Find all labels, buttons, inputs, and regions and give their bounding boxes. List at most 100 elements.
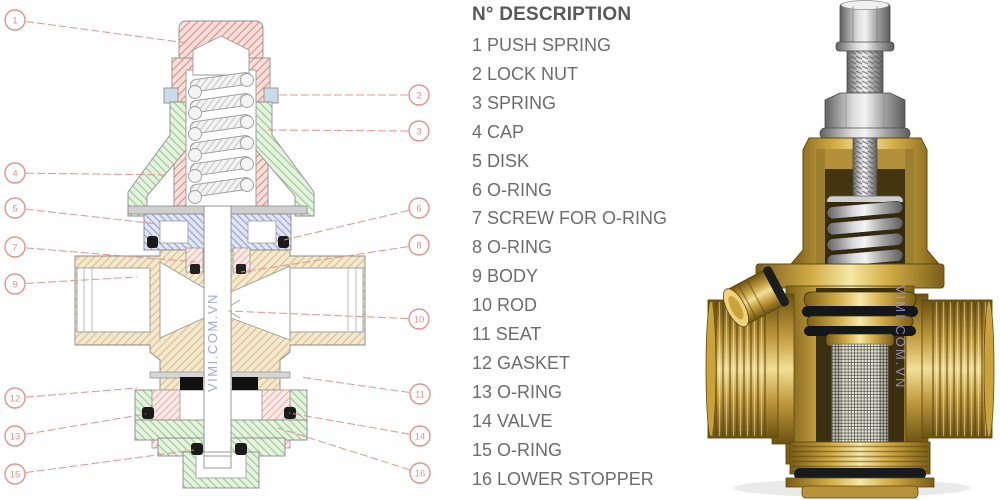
callout-line-6	[283, 207, 420, 241]
part-number: 5	[472, 150, 483, 171]
callout-number-9: 9	[12, 280, 17, 291]
part-number: 14	[472, 410, 493, 431]
part-number: 11	[472, 324, 491, 345]
callout-number-14: 14	[415, 432, 426, 443]
part-row-14: 14 VALVE	[472, 407, 712, 436]
callout-line-1	[14, 19, 188, 44]
callout-number-1: 1	[12, 16, 17, 27]
part-name: DISK	[482, 150, 530, 171]
callout-circle-9	[4, 273, 26, 295]
part-row-4: 4 CAP	[472, 118, 712, 147]
callout-circle-1	[4, 9, 26, 31]
part-row-12: 12 GASKET	[472, 349, 712, 378]
callout-number-15: 15	[10, 470, 21, 481]
callout-line-13	[14, 413, 147, 437]
part-row-5: 5 DISK	[472, 147, 712, 176]
part-number: 16	[472, 468, 493, 489]
callout-circle-4	[4, 162, 26, 184]
photo-lock-nut	[819, 92, 911, 140]
part-name: VALVE	[492, 410, 553, 431]
valve-cutaway-photo: VIMI.COM.VN	[705, 0, 995, 499]
part-number: 15	[472, 439, 493, 460]
part-name: CAP	[482, 121, 525, 142]
callout-line-15	[14, 449, 195, 475]
callout-number-2: 2	[416, 91, 421, 102]
diagram-rod: VIMI.COM.VN	[203, 205, 232, 469]
part-number: 12	[472, 352, 493, 373]
part-number: 8	[472, 237, 483, 258]
part-row-2: 2 LOCK NUT	[472, 60, 712, 89]
part-name: PUSH SPRING	[482, 35, 612, 55]
part-name: O-RING	[492, 381, 563, 402]
callout-line-4	[14, 172, 169, 176]
callout-line-8	[240, 244, 420, 273]
part-name: ROD	[492, 295, 538, 316]
part-name: LOCK NUT	[482, 63, 579, 84]
part-name: GASKET	[492, 352, 571, 373]
callout-line-7	[14, 246, 197, 263]
callout-circle-3	[408, 120, 430, 142]
diagram-lower-cap	[134, 389, 308, 489]
callout-number-5: 5	[12, 204, 17, 215]
part-row-1: 1 PUSH SPRING	[472, 31, 712, 60]
part-row-3: 3 SPRING	[472, 89, 712, 118]
diagram-spring	[185, 35, 257, 211]
callout-circle-7	[4, 236, 26, 258]
photo-interior: VIMI.COM.VN	[802, 285, 918, 465]
photo-lower-stopper	[785, 441, 935, 499]
callout-number-11: 11	[415, 390, 425, 401]
callout-number-6: 6	[416, 204, 421, 215]
callout-circle-12	[4, 387, 26, 409]
callout-line-12	[14, 387, 138, 399]
callout-circle-13	[4, 425, 26, 447]
part-row-10: 10 ROD	[472, 291, 712, 320]
callout-number-16: 16	[415, 469, 426, 480]
callout-line-3	[263, 129, 420, 132]
callout-number-8: 8	[416, 241, 421, 252]
callout-number-3: 3	[416, 127, 421, 138]
part-name: SCREW FOR O-RING	[482, 208, 668, 229]
callout-circle-15	[4, 463, 26, 485]
part-name: SPRING	[482, 92, 557, 113]
callout-line-5	[14, 207, 159, 225]
part-row-11: 11 SEAT	[472, 320, 712, 349]
callout-circle-5	[4, 197, 26, 219]
callout-number-10: 10	[414, 315, 425, 326]
callout-circle-16	[409, 462, 431, 484]
callout-circle-14	[409, 425, 431, 447]
part-name: BODY	[482, 266, 539, 287]
part-name: LOWER STOPPER	[492, 468, 654, 489]
parts-list-header: N° DESCRIPTION	[472, 4, 632, 25]
callout-line-14	[288, 412, 421, 437]
photo-watermark: VIMI.COM.VN	[893, 285, 908, 389]
part-number: 3	[472, 92, 483, 113]
photo-gauge-plug	[722, 266, 789, 328]
callout-line-9	[14, 276, 138, 285]
callout-circle-2	[408, 84, 430, 106]
callout-circle-8	[408, 234, 430, 256]
photo-strainer-mesh	[831, 343, 889, 453]
part-number: 13	[472, 381, 493, 402]
part-number: 2	[472, 63, 483, 84]
part-row-9: 9 BODY	[472, 262, 712, 291]
part-number: 4	[472, 121, 483, 142]
part-row-13: 13 O-RING	[472, 378, 712, 407]
part-row-8: 8 O-RING	[472, 233, 712, 262]
part-row-6: 6 O-RING	[472, 176, 712, 205]
part-row-16: 16 LOWER STOPPER	[472, 465, 712, 494]
part-number: 9	[472, 266, 483, 287]
callout-line-11	[299, 376, 421, 395]
callout-number-12: 12	[10, 394, 21, 405]
callout-line-10	[227, 310, 420, 320]
callout-line-16	[277, 427, 421, 474]
diagram-lock-nut	[163, 87, 279, 104]
part-name: SEAT	[490, 324, 542, 345]
diagram-watermark: VIMI.COM.VN	[205, 293, 220, 392]
part-number: 10	[472, 295, 493, 316]
part-name: O-RING	[482, 237, 553, 258]
diagram-oring-screw	[185, 247, 251, 274]
